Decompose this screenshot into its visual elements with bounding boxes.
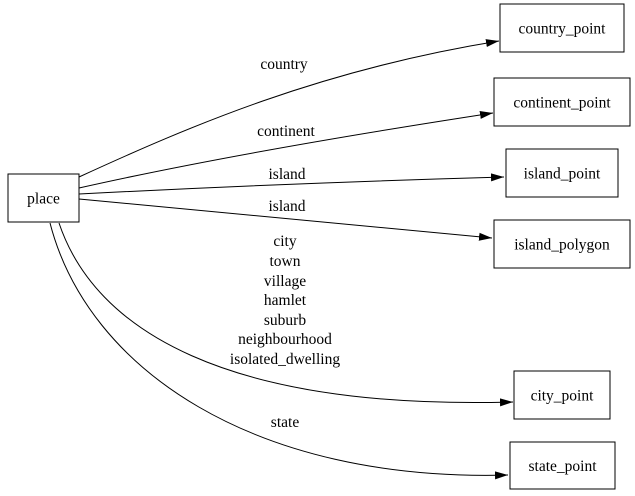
- edge-place-country-point: [78, 39, 500, 178]
- edge-label-isolated-dwelling: isolated_dwelling: [230, 351, 340, 368]
- edge-label-city-point-group: city town village hamlet suburb neighbou…: [230, 233, 340, 368]
- node-country-point-label: country_point: [519, 20, 607, 37]
- node-state-point: state_point: [509, 441, 616, 490]
- node-island-polygon-box: [493, 219, 631, 269]
- node-country-point-box: [499, 3, 625, 53]
- node-continent-point-box: [493, 77, 631, 127]
- edge-label-country: country: [260, 56, 308, 73]
- node-city-point-box: [513, 370, 611, 420]
- edge-label-continent: continent: [257, 123, 315, 140]
- edge-label-city: city: [273, 233, 296, 250]
- edge-label-island-point: island: [268, 166, 305, 183]
- node-place: place: [7, 173, 80, 223]
- edge-label-hamlet: hamlet: [264, 292, 307, 309]
- node-place-box: [7, 173, 80, 223]
- node-island-polygon-label: island_polygon: [514, 236, 610, 253]
- node-island-polygon: island_polygon: [493, 219, 631, 269]
- node-island-point-label: island_point: [524, 165, 601, 182]
- edge-label-village: village: [264, 273, 306, 290]
- node-island-point: island_point: [505, 148, 619, 198]
- node-island-point-box: [505, 148, 619, 198]
- node-city-point: city_point: [513, 370, 611, 420]
- edge-label-town: town: [270, 253, 301, 270]
- edge-place-island-point: [78, 173, 505, 195]
- edge-label-suburb: suburb: [264, 312, 306, 329]
- node-place-label: place: [27, 190, 60, 207]
- edge-place-island-polygon: [78, 198, 493, 241]
- node-city-point-label: city_point: [531, 387, 595, 404]
- edge-place-continent-point: [78, 111, 494, 189]
- node-state-point-box: [509, 441, 616, 490]
- edge-label-neighbourhood: neighbourhood: [238, 331, 332, 348]
- node-state-point-label: state_point: [528, 458, 597, 475]
- node-country-point: country_point: [499, 3, 625, 53]
- edge-label-state: state: [271, 414, 300, 431]
- edge-label-island-polygon: island: [268, 198, 305, 215]
- edge-place-city-point: [58, 222, 514, 407]
- node-continent-point: continent_point: [493, 77, 631, 127]
- node-continent-point-label: continent_point: [513, 94, 611, 111]
- edge-place-state-point: [49, 222, 509, 480]
